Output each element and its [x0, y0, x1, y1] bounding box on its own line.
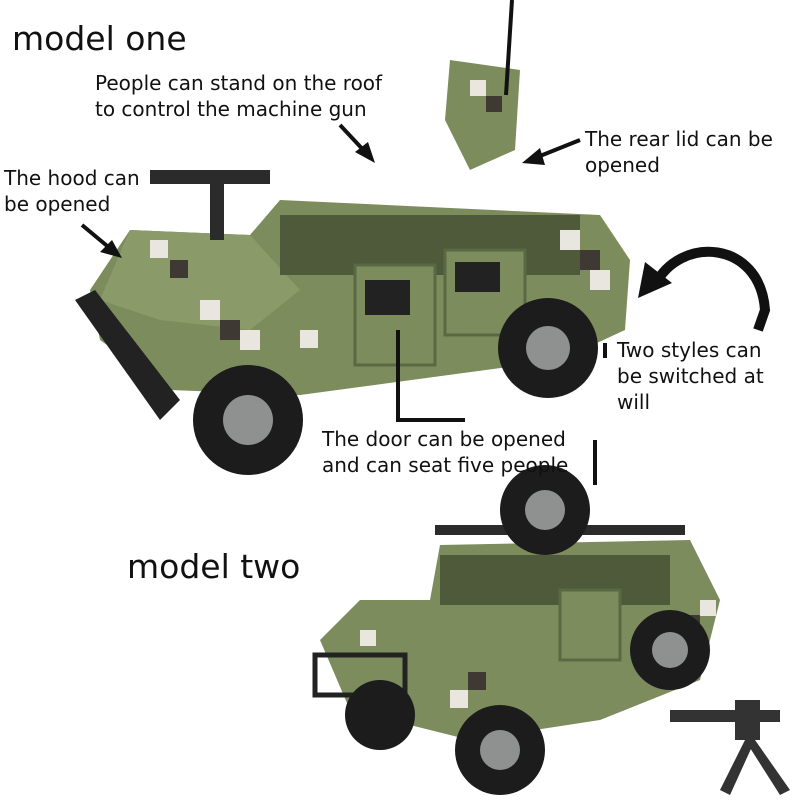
door-annotation-line: The door can be opened — [322, 427, 566, 451]
roof-annotation-line: People can stand on the roof — [95, 71, 383, 95]
styles-annotation-line: be switched at — [617, 364, 764, 388]
hood-annotation-line: The hood can — [4, 166, 140, 190]
styles-annotation-line: Two styles can — [617, 338, 762, 362]
hood-annotation: The hood can be opened — [4, 165, 140, 217]
door-annotation: The door can be opened and can seat five… — [322, 426, 568, 478]
rear-lid-annotation: The rear lid can be opened — [585, 126, 773, 178]
styles-annotation: Two styles can be switched at will — [617, 337, 764, 415]
rear-lid-annotation-line: The rear lid can be — [585, 127, 773, 151]
vehicle-model-one — [75, 60, 630, 475]
model-one-title: model one — [12, 19, 187, 58]
roof-annotation: People can stand on the roof to control … — [95, 70, 382, 122]
door-annotation-line: and can seat five people — [322, 453, 569, 477]
styles-annotation-line: will — [617, 390, 651, 414]
roof-annotation-line: to control the machine gun — [95, 97, 367, 121]
rear-lid-annotation-line: opened — [585, 153, 660, 177]
arrow-heads — [100, 142, 672, 298]
tripod-gun — [670, 700, 790, 795]
vehicle-model-two — [312, 465, 720, 795]
hood-annotation-line: be opened — [4, 192, 111, 216]
annotation-arrows — [80, 0, 771, 485]
model-two-title: model two — [127, 547, 301, 586]
